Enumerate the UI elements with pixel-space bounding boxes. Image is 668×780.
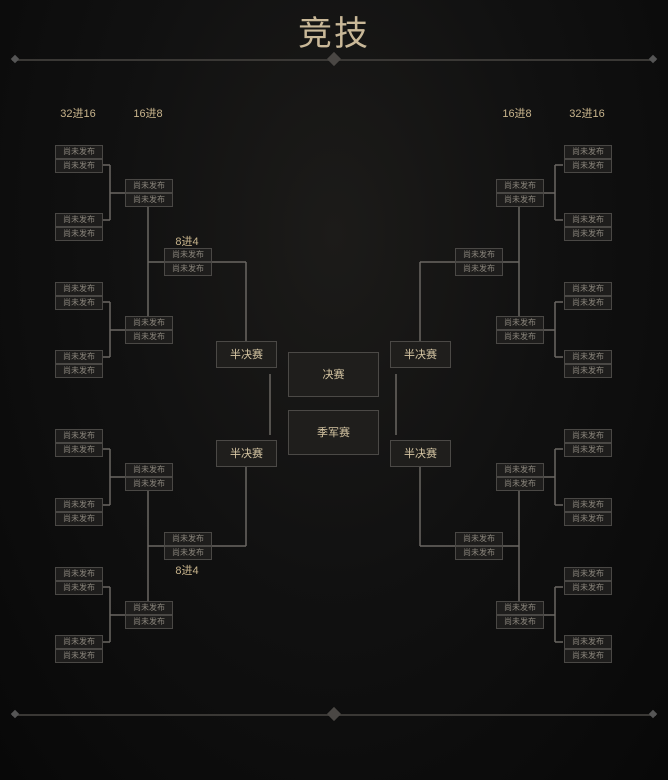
left-round32-slot[interactable]: 尚未发布: [55, 159, 103, 173]
header-left-round-16: 16进8: [133, 108, 163, 120]
header-left-round-32: 32进16: [60, 108, 96, 120]
left-round32-slot[interactable]: 尚未发布: [55, 635, 103, 649]
left-round32-slot[interactable]: 尚未发布: [55, 350, 103, 364]
right-round16-slot[interactable]: 尚未发布: [496, 477, 544, 491]
left-quarterfinal-slot[interactable]: 尚未发布: [164, 248, 212, 262]
right-round16-slot[interactable]: 尚未发布: [496, 316, 544, 330]
right-round16-slot[interactable]: 尚未发布: [496, 193, 544, 207]
right-round32-slot[interactable]: 尚未发布: [564, 227, 612, 241]
right-round16-slot[interactable]: 尚未发布: [496, 330, 544, 344]
left-round32-slot[interactable]: 尚未发布: [55, 296, 103, 310]
left-round16-slot[interactable]: 尚未发布: [125, 615, 173, 629]
right-quarterfinal-slot[interactable]: 尚未发布: [455, 532, 503, 546]
right-round32-slot[interactable]: 尚未发布: [564, 512, 612, 526]
right-round32-slot[interactable]: 尚未发布: [564, 145, 612, 159]
right-round16-slot[interactable]: 尚未发布: [496, 463, 544, 477]
left-round32-slot[interactable]: 尚未发布: [55, 512, 103, 526]
left-quarterfinal-slot[interactable]: 尚未发布: [164, 546, 212, 560]
bottom-divider: [12, 706, 656, 722]
left-quarterfinal-slot[interactable]: 尚未发布: [164, 262, 212, 276]
right-round32-slot[interactable]: 尚未发布: [564, 350, 612, 364]
left-round16-slot[interactable]: 尚未发布: [125, 330, 173, 344]
left-round16-slot[interactable]: 尚未发布: [125, 316, 173, 330]
right-round32-slot[interactable]: 尚未发布: [564, 498, 612, 512]
right-round32-slot[interactable]: 尚未发布: [564, 282, 612, 296]
header-quarterfinal-bottom: 8进4: [175, 565, 199, 577]
header-quarterfinal-top: 8进4: [175, 236, 199, 248]
left-round16-slot[interactable]: 尚未发布: [125, 179, 173, 193]
third-place-match[interactable]: 季军赛: [288, 410, 379, 455]
header-right-round-16: 16进8: [502, 108, 532, 120]
right-quarterfinal-slot[interactable]: 尚未发布: [455, 546, 503, 560]
left-round32-slot[interactable]: 尚未发布: [55, 227, 103, 241]
left-round32-slot[interactable]: 尚未发布: [55, 649, 103, 663]
left-round32-slot[interactable]: 尚未发布: [55, 567, 103, 581]
right-round32-slot[interactable]: 尚未发布: [564, 635, 612, 649]
semifinal-right-top[interactable]: 半决赛: [390, 341, 451, 368]
right-round16-slot[interactable]: 尚未发布: [496, 615, 544, 629]
right-round16-slot[interactable]: 尚未发布: [496, 179, 544, 193]
right-quarterfinal-slot[interactable]: 尚未发布: [455, 262, 503, 276]
left-round32-slot[interactable]: 尚未发布: [55, 282, 103, 296]
left-round16-slot[interactable]: 尚未发布: [125, 463, 173, 477]
left-round32-slot[interactable]: 尚未发布: [55, 443, 103, 457]
left-round16-slot[interactable]: 尚未发布: [125, 193, 173, 207]
left-round16-slot[interactable]: 尚未发布: [125, 601, 173, 615]
header-right-round-32: 32进16: [569, 108, 605, 120]
right-round32-slot[interactable]: 尚未发布: [564, 159, 612, 173]
final-match[interactable]: 决赛: [288, 352, 379, 397]
right-round32-slot[interactable]: 尚未发布: [564, 296, 612, 310]
semifinal-left-bottom[interactable]: 半决赛: [216, 440, 277, 467]
left-round32-slot[interactable]: 尚未发布: [55, 581, 103, 595]
left-round32-slot[interactable]: 尚未发布: [55, 213, 103, 227]
right-round32-slot[interactable]: 尚未发布: [564, 581, 612, 595]
right-round32-slot[interactable]: 尚未发布: [564, 429, 612, 443]
left-quarterfinal-slot[interactable]: 尚未发布: [164, 532, 212, 546]
right-round32-slot[interactable]: 尚未发布: [564, 213, 612, 227]
semifinal-left-top[interactable]: 半决赛: [216, 341, 277, 368]
left-round32-slot[interactable]: 尚未发布: [55, 364, 103, 378]
left-round32-slot[interactable]: 尚未发布: [55, 145, 103, 159]
right-round32-slot[interactable]: 尚未发布: [564, 567, 612, 581]
semifinal-right-bottom[interactable]: 半决赛: [390, 440, 451, 467]
left-round16-slot[interactable]: 尚未发布: [125, 477, 173, 491]
right-round16-slot[interactable]: 尚未发布: [496, 601, 544, 615]
top-divider: [12, 51, 656, 67]
right-round32-slot[interactable]: 尚未发布: [564, 364, 612, 378]
page-title: 竞技: [298, 14, 370, 54]
left-round32-slot[interactable]: 尚未发布: [55, 429, 103, 443]
right-round32-slot[interactable]: 尚未发布: [564, 443, 612, 457]
left-round32-slot[interactable]: 尚未发布: [55, 498, 103, 512]
right-round32-slot[interactable]: 尚未发布: [564, 649, 612, 663]
right-quarterfinal-slot[interactable]: 尚未发布: [455, 248, 503, 262]
